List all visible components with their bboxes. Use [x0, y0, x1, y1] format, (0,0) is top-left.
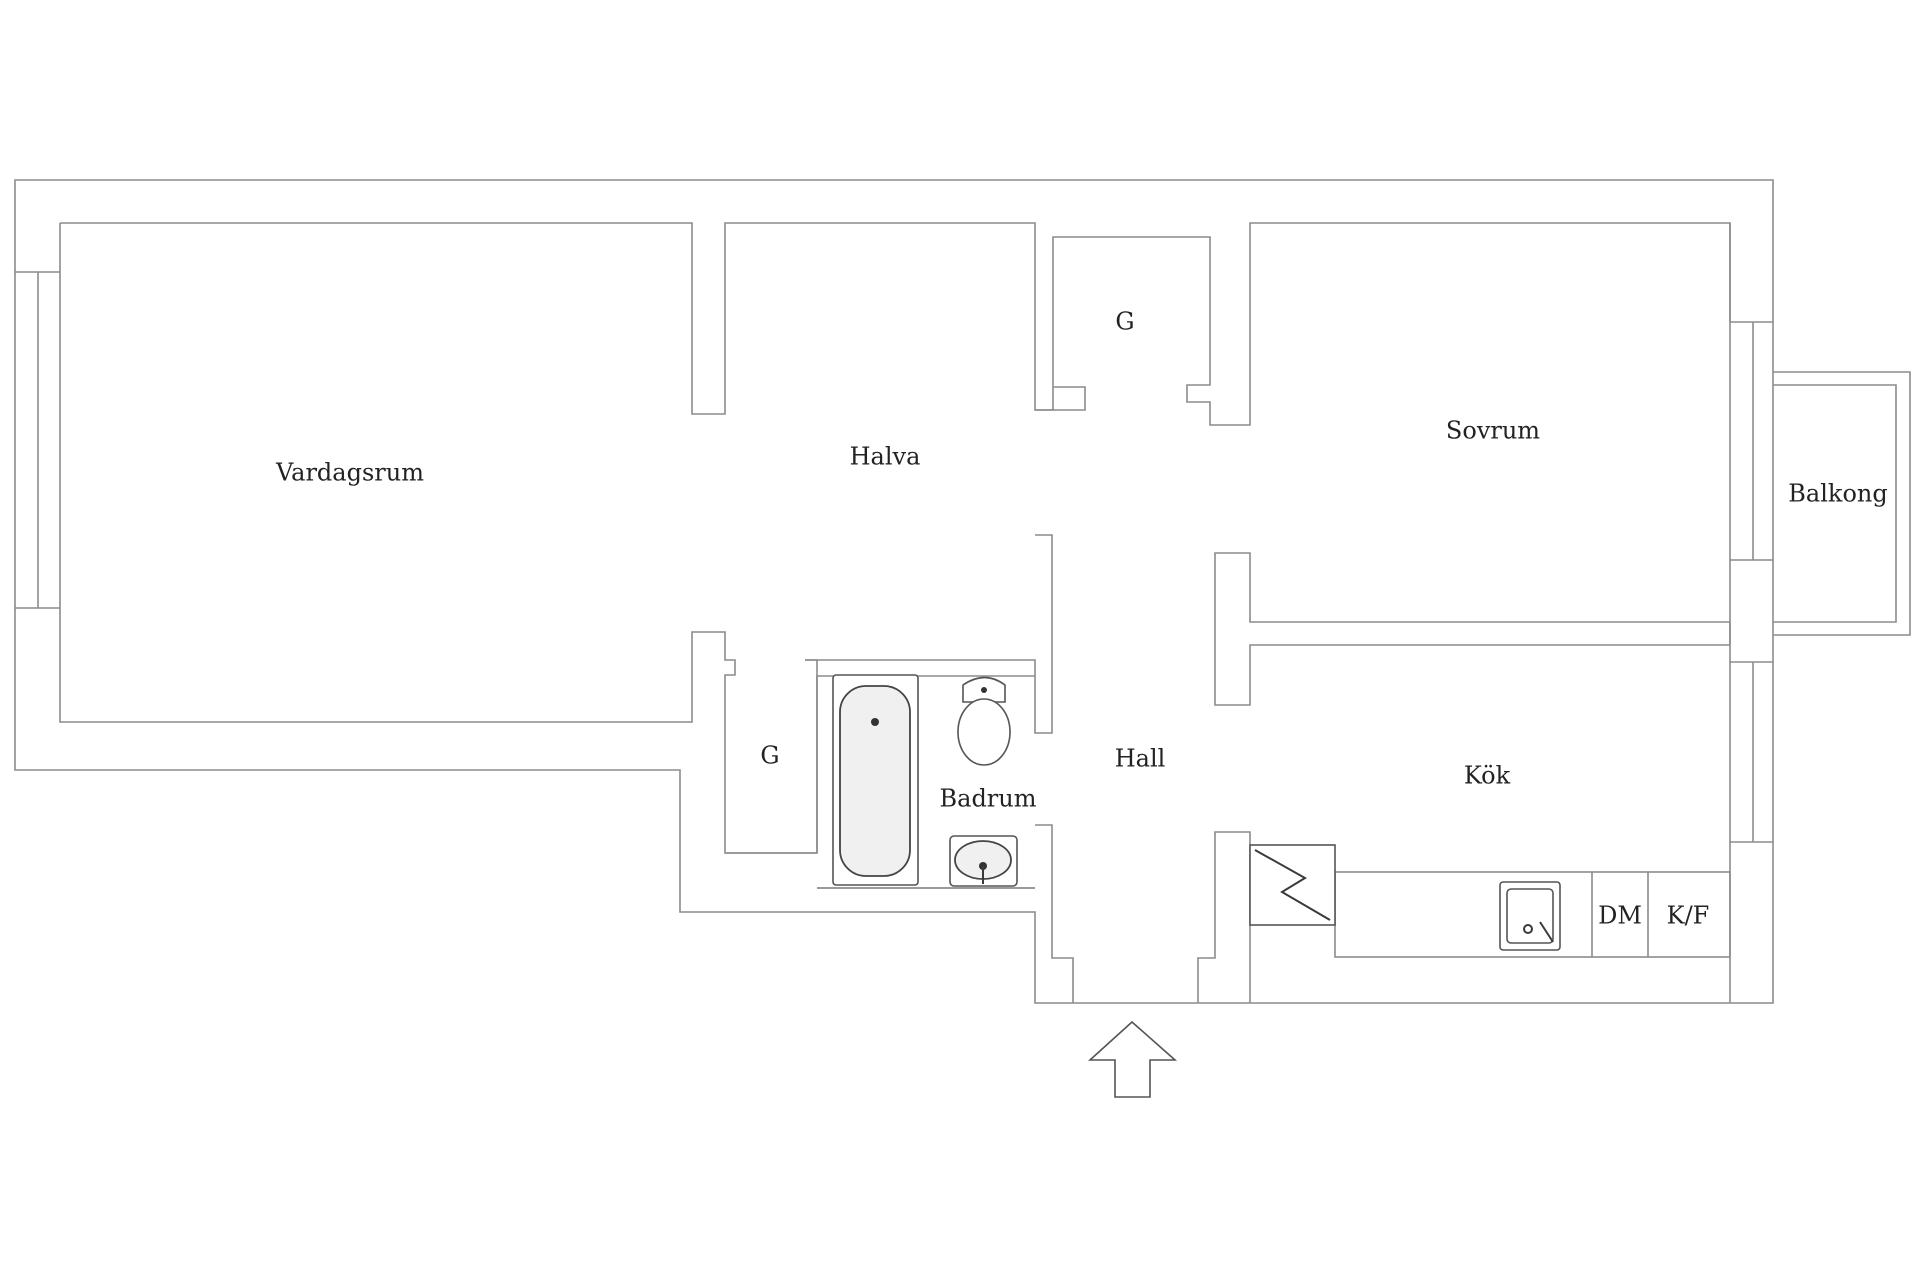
entrance-arrow-icon	[1087, 1020, 1178, 1098]
wall-hall-entrance-right	[1197, 831, 1251, 1003]
label-vardagsrum: Vardagsrum	[275, 459, 424, 487]
label-balkong: Balkong	[1788, 480, 1887, 508]
room-vardagsrum	[60, 222, 1054, 415]
wall-bath-closet	[725, 659, 1035, 889]
wall-bath-top	[805, 659, 1036, 676]
label-sovrum: Sovrum	[1446, 417, 1540, 445]
electrical-panel-icon	[1249, 844, 1336, 926]
window-sovrum	[1730, 321, 1773, 561]
toilet-icon	[957, 676, 1011, 766]
window-left	[15, 271, 60, 609]
label-closet-top: G	[1115, 308, 1134, 336]
label-badrum: Badrum	[940, 785, 1037, 813]
closet-top-shelf-left	[1035, 386, 1086, 411]
wall-hall-lower-left	[1035, 824, 1074, 1003]
outer-wall	[14, 179, 1774, 1004]
bathtub-icon	[832, 674, 919, 886]
window-kok	[1730, 661, 1773, 843]
balkong-outline	[1773, 371, 1911, 636]
label-halva: Halva	[850, 443, 921, 471]
washbasin-icon	[949, 835, 1018, 887]
label-kok: Kök	[1464, 762, 1511, 790]
closet-top-walls	[1052, 222, 1731, 426]
label-fridge-freezer: K/F	[1667, 902, 1710, 930]
label-dishwasher: DM	[1598, 902, 1642, 930]
wall-hall-upper-left	[1034, 534, 1053, 734]
label-hall: Hall	[1115, 745, 1166, 773]
label-closet-bottom: G	[760, 742, 779, 770]
wall-hall-mid-right	[1214, 552, 1731, 706]
kitchen-sink-icon	[1499, 881, 1561, 951]
